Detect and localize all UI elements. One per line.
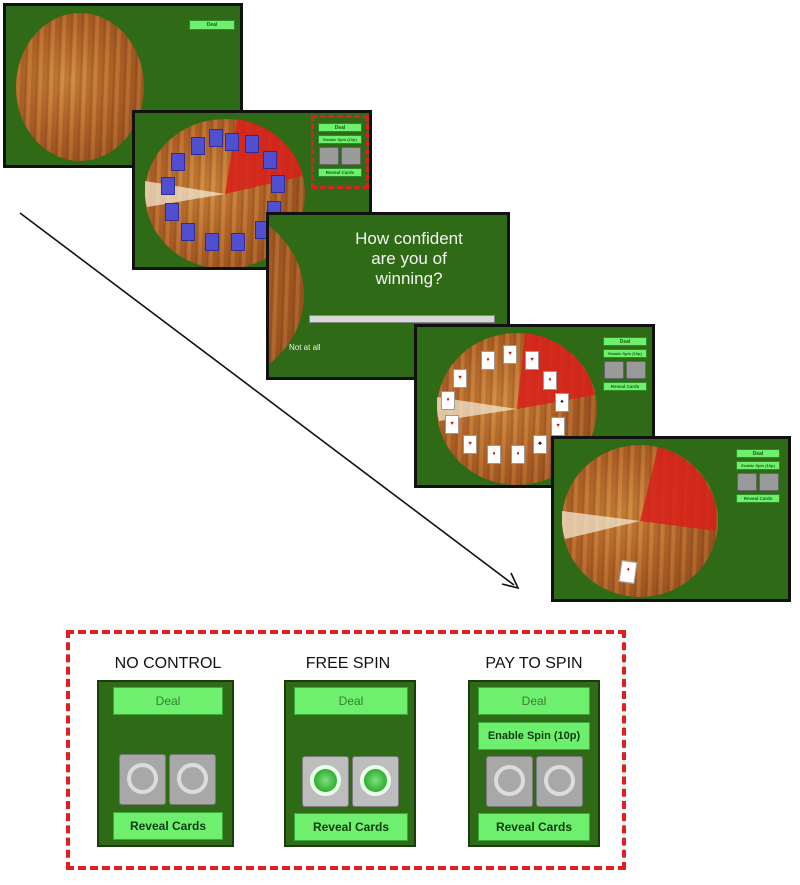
spin-right-button[interactable] [341,147,361,165]
roulette-wheel-partial [269,215,304,377]
deal-button[interactable]: Deal [294,687,408,715]
screen-deal: Deal [3,3,243,168]
reveal-cards-button[interactable]: Reveal Cards [736,494,780,503]
spin-left-button[interactable] [604,361,624,379]
condition-title: NO CONTROL [114,655,222,672]
question-line: winning? [375,269,443,288]
card-back [209,129,223,147]
deal-button[interactable]: Deal [113,687,223,715]
rotate-left-icon [310,765,341,796]
enable-spin-button[interactable]: Enable Spin (10p) [478,722,590,750]
card-back [205,233,219,251]
spin-left-button[interactable] [119,754,166,805]
reveal-cards-button[interactable]: Reveal Cards [113,812,223,840]
condition-panel-pay-to-spin: Deal Enable Spin (10p) Reveal Cards [468,680,600,847]
screen-outcome: ♦ Deal Enable Spin (10p) Reveal Cards [551,436,791,602]
card-back [225,133,239,151]
card-back [263,151,277,169]
deal-button[interactable]: Deal [603,337,647,346]
winning-card: ♦ [618,559,638,585]
card-back [165,203,179,221]
enable-spin-button[interactable]: Enable Spin (10p) [603,349,647,358]
playing-card: ♥ [453,369,467,388]
card-back [271,175,285,193]
playing-card: ♠ [555,393,569,412]
card-back [181,223,195,241]
playing-card: ♥ [551,417,565,436]
question-line: are you of [371,249,447,268]
reveal-cards-button[interactable]: Reveal Cards [318,168,362,177]
question-line: How confident [355,229,463,248]
confidence-slider[interactable] [309,315,495,323]
spin-right-button[interactable] [626,361,646,379]
playing-card: ♥ [503,345,517,364]
playing-card: ♥ [463,435,477,454]
control-highlight [311,115,369,189]
reveal-cards-button[interactable]: Reveal Cards [603,382,647,391]
condition-panel-free-spin: Deal Reveal Cards [284,680,416,847]
wheel-segments [562,447,717,539]
enable-spin-button[interactable]: Enable Spin (10p) [736,461,780,470]
rotate-left-icon [494,765,525,796]
scale-left-label: Not at all [289,343,321,352]
deal-button[interactable]: Deal [189,20,235,30]
spin-left-button[interactable] [737,473,757,491]
spin-left-button[interactable] [486,756,533,807]
rotate-left-icon [127,763,158,794]
spin-right-button[interactable] [759,473,779,491]
card-back [171,153,185,171]
spin-left-button[interactable] [319,147,339,165]
deal-button[interactable]: Deal [478,687,590,715]
roulette-wheel [16,13,144,161]
card-back [191,137,205,155]
playing-card: ♣ [533,435,547,454]
spin-left-button[interactable] [302,756,349,807]
rotate-right-icon [177,763,208,794]
enable-spin-button[interactable]: Enable Spin (10p) [318,135,362,144]
rotate-right-icon [544,765,575,796]
condition-title: PAY TO SPIN [485,655,583,672]
playing-card: ♦ [511,445,525,464]
playing-card: ♦ [441,391,455,410]
playing-card: ♦ [487,445,501,464]
screen-cards-facedown: Deal Enable Spin (10p) Reveal Cards [132,110,372,270]
playing-card: ♦ [543,371,557,390]
reveal-cards-button[interactable]: Reveal Cards [478,813,590,841]
playing-card: ♦ [481,351,495,370]
deal-button[interactable]: Deal [318,123,362,132]
condition-panel-no-control: Deal Reveal Cards [97,680,234,847]
conditions-box [66,630,626,870]
card-back [231,233,245,251]
confidence-question: How confident are you of winning? [309,229,507,289]
spin-right-button[interactable] [352,756,399,807]
rotate-right-icon [360,765,391,796]
spin-right-button[interactable] [536,756,583,807]
card-back [161,177,175,195]
reveal-cards-button[interactable]: Reveal Cards [294,813,408,841]
deal-button[interactable]: Deal [736,449,780,458]
playing-card: ♥ [445,415,459,434]
spin-right-button[interactable] [169,754,216,805]
condition-title: FREE SPIN [305,655,391,672]
playing-card: ♥ [525,351,539,370]
card-back [245,135,259,153]
